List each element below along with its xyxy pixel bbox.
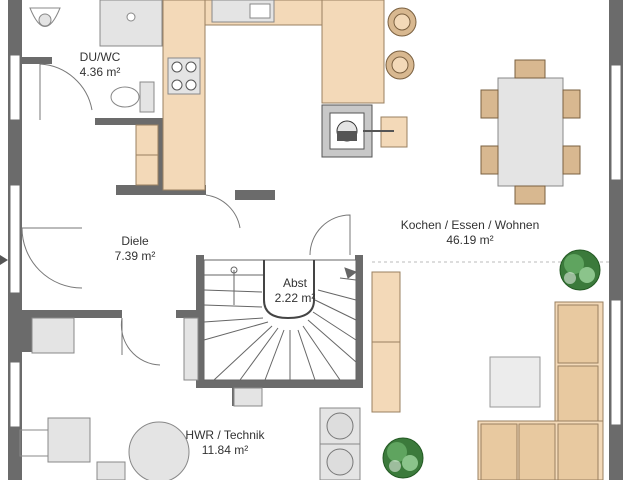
room-area: 2.22 m² [274,291,316,305]
toilet-bowl [110,86,140,108]
technik-unit [47,417,91,463]
room-label-duwc: DU/WC 4.36 m² [60,50,140,80]
shower-drain [126,12,136,22]
room-name: Diele [121,234,149,248]
windows [9,54,622,428]
shelf [183,317,199,381]
wall-cabinet [31,317,75,354]
living-area [371,261,609,480]
chair [514,59,546,79]
plant-2 [382,437,424,479]
room-area: 7.39 m² [114,249,156,263]
door-swings [21,194,351,366]
bathroom-door-swing [39,63,93,120]
room-name: HWR / Technik [185,428,265,442]
chair [480,89,499,119]
staircase [203,259,358,381]
kitchen-counter-left [162,0,206,191]
room-area: 4.36 m² [79,65,121,79]
toilet-tank [139,81,155,113]
room-name: Kochen / Essen / Wohnen [400,218,540,232]
room-label-kochen: Kochen / Essen / Wohnen 46.19 m² [370,218,570,248]
room-area: 11.84 m² [201,443,249,457]
shower-tray [99,0,163,47]
room-label-abst: Abst 2.22 m² [260,276,330,306]
room-area: 46.19 m² [446,233,494,247]
room-label-hwr: HWR / Technik 11.84 m² [170,428,280,458]
water-tank [128,421,190,480]
chair [514,185,546,205]
chair [562,145,581,175]
chair [480,145,499,175]
room-label-diele: Diele 7.39 m² [95,234,175,264]
room-name: Abst [282,276,307,290]
plant-1 [559,249,601,291]
storage-box [96,461,126,480]
chair [562,89,581,119]
coffee-table [489,356,541,408]
dining-table [480,59,581,205]
kitchen [162,0,417,191]
cooktop [167,57,201,95]
stove [321,104,408,158]
room-name: DU/WC [79,50,121,64]
hwr-fixtures [19,317,361,480]
kitchen-island [321,0,385,104]
utility-sink [233,387,263,407]
entrance-marker [0,255,8,265]
bathroom-fixtures [29,0,163,120]
